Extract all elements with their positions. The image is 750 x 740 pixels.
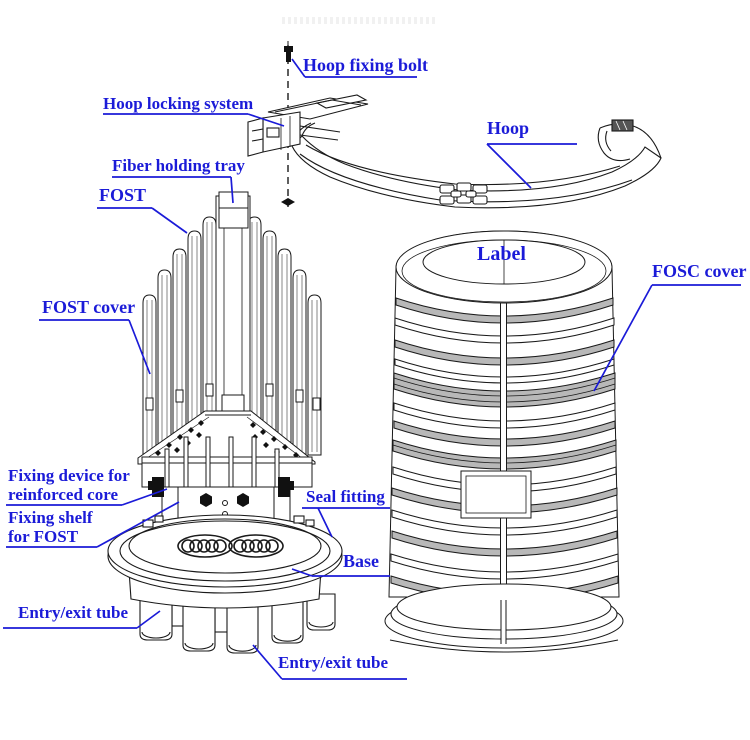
label-fiber-holding-tray: Fiber holding tray xyxy=(112,156,245,175)
label-fixing-shelf-line1: Fixing shelf xyxy=(8,508,93,527)
label-fosc-cover: FOSC cover xyxy=(652,261,747,281)
label-dome-label: Label xyxy=(477,243,526,265)
faint-watermark xyxy=(282,17,437,24)
label-seal-fitting: Seal fitting xyxy=(306,487,385,506)
label-fixing-device-line2: reinforced core xyxy=(8,485,118,504)
fost-tray-tower-drawing xyxy=(137,191,322,531)
label-fixing-device: Fixing device for reinforced core xyxy=(8,466,130,504)
hoop-fixing-bolt-drawing xyxy=(281,41,295,207)
label-fixing-shelf: Fixing shelf for FOST xyxy=(8,508,93,546)
leader-lines xyxy=(3,58,741,680)
label-base: Base xyxy=(343,551,379,571)
label-fost-cover: FOST cover xyxy=(42,297,136,317)
label-fixing-shelf-line2: for FOST xyxy=(8,527,79,546)
base-drawing xyxy=(107,514,343,654)
label-fost: FOST xyxy=(99,185,147,205)
label-hoop-fixing-bolt: Hoop fixing bolt xyxy=(303,55,429,75)
label-entry-exit-tube-left: Entry/exit tube xyxy=(18,603,129,622)
label-hoop-locking-system: Hoop locking system xyxy=(103,94,254,113)
fosc-cover-drawing xyxy=(384,230,624,653)
label-entry-exit-tube-bottom: Entry/exit tube xyxy=(278,653,389,672)
label-fixing-device-line1: Fixing device for xyxy=(8,466,130,485)
hoop-drawing xyxy=(291,119,662,209)
label-hoop: Hoop xyxy=(487,118,530,138)
